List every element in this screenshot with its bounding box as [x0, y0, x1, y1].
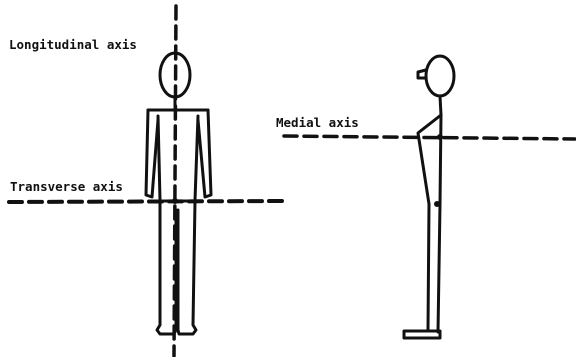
side-torso-front — [418, 115, 441, 204]
side-hip-dot — [434, 201, 440, 207]
joint-dots — [172, 134, 443, 207]
front-left-arm — [146, 110, 158, 197]
front-torso-right — [195, 116, 198, 200]
side-torso-back — [440, 115, 441, 204]
front-view-figure — [146, 53, 211, 334]
front-hip-dot — [172, 198, 178, 204]
medial-axis-line — [284, 136, 575, 139]
front-torso-left — [158, 116, 160, 200]
side-head — [426, 56, 454, 96]
side-foot — [404, 331, 440, 338]
front-right-arm — [198, 110, 211, 197]
side-leg-back — [438, 204, 440, 332]
side-neck — [440, 96, 441, 115]
side-leg-front — [428, 204, 429, 330]
side-view-figure — [404, 56, 454, 338]
front-right-leg — [178, 201, 196, 334]
transverse-axis-line — [9, 201, 285, 202]
side-shoulder-dot — [437, 134, 443, 140]
